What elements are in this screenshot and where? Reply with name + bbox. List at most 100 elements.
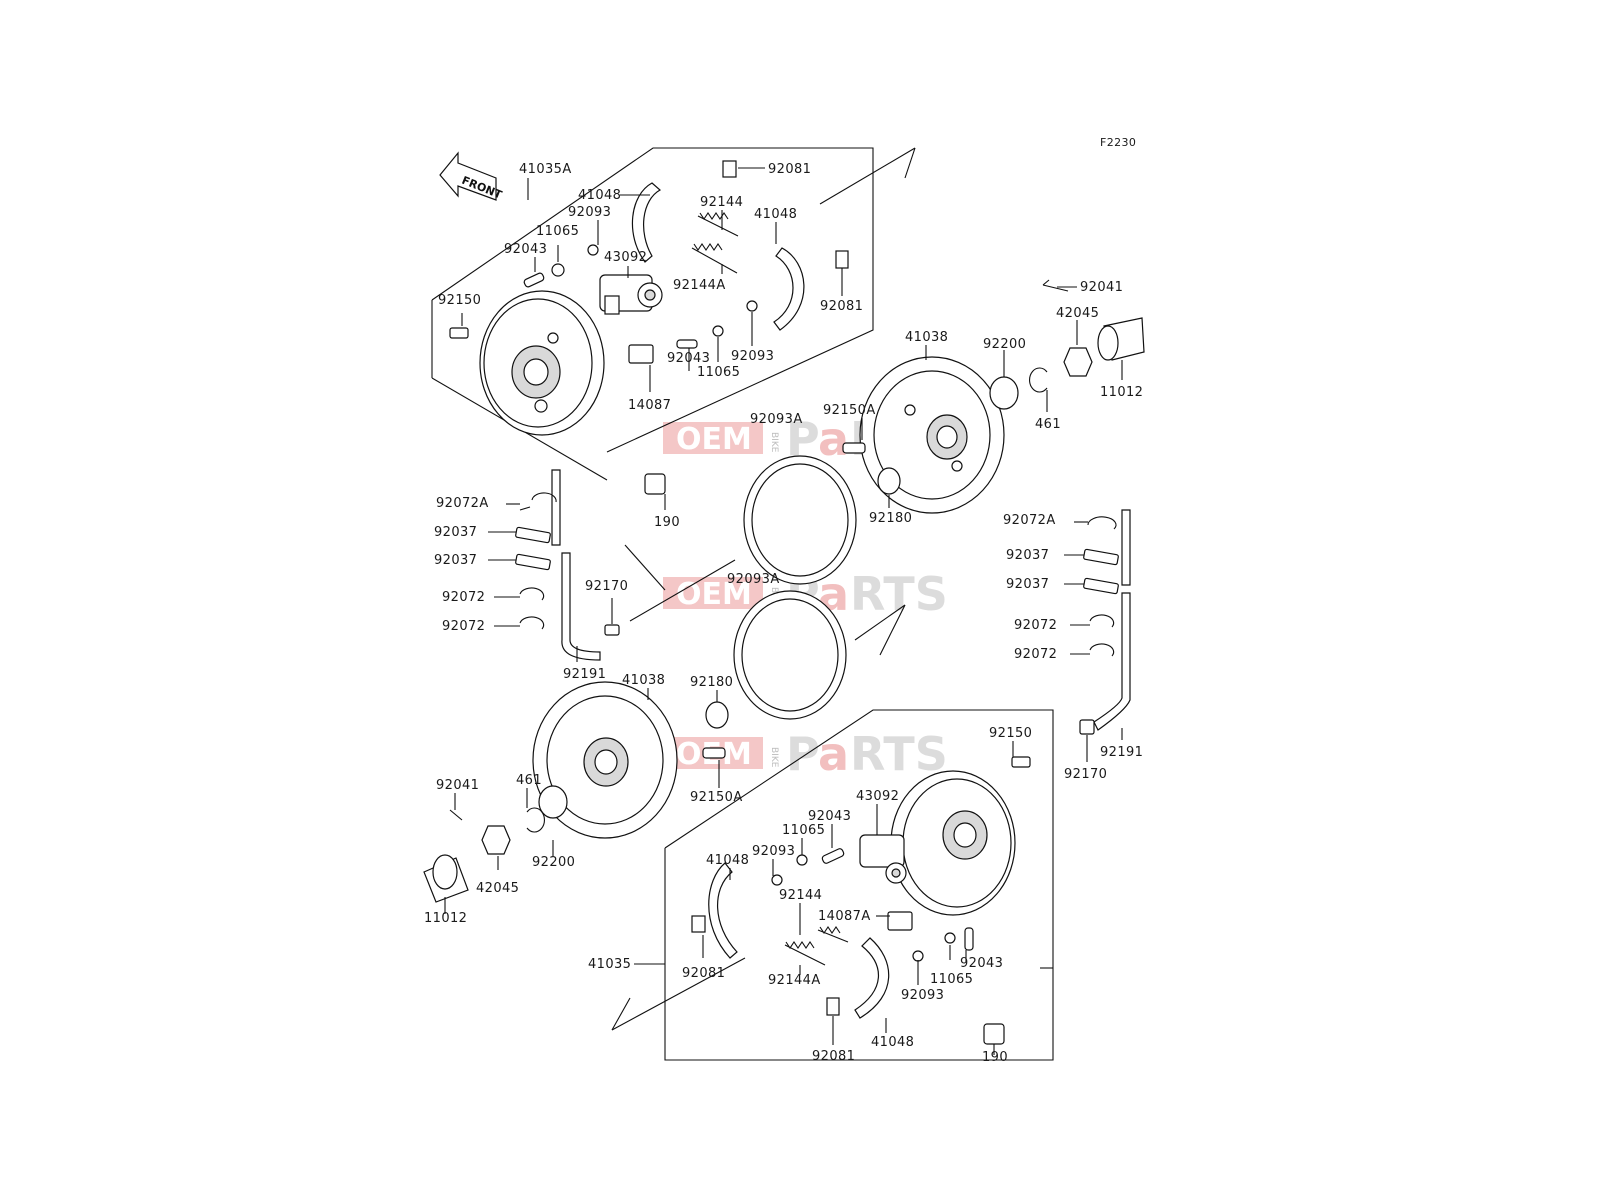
label-92150-a: 92150 bbox=[438, 293, 481, 308]
label-92150-b: 92150 bbox=[989, 726, 1032, 741]
clamps-left-icons bbox=[515, 492, 620, 636]
brake-shoe-top-2-icon bbox=[773, 247, 805, 331]
label-92191-b: 92191 bbox=[1100, 745, 1143, 760]
label-43092-a: 43092 bbox=[604, 250, 647, 265]
label-92037-d: 92037 bbox=[1006, 577, 1049, 592]
label-92043-b: 92043 bbox=[667, 351, 710, 366]
label-41035: 41035 bbox=[588, 957, 631, 972]
label-41048-b: 41048 bbox=[754, 207, 797, 222]
part-labels: 41035A 92081 41048 92093 92144 41048 110… bbox=[424, 162, 1143, 1065]
brake-shoe-bottom-1-icon bbox=[708, 862, 738, 959]
label-41048-c: 41048 bbox=[706, 853, 749, 868]
label-11065-a: 11065 bbox=[536, 224, 579, 239]
bottom-assembly-frame bbox=[611, 709, 1054, 1061]
label-92041-a: 92041 bbox=[1080, 280, 1123, 295]
label-92144A-b: 92144A bbox=[768, 973, 821, 988]
svg-text:a: a bbox=[818, 412, 849, 466]
brake-lining-ring-top-icon bbox=[743, 455, 857, 585]
label-92037-a: 92037 bbox=[434, 525, 477, 540]
label-92093-d: 92093 bbox=[901, 988, 944, 1003]
label-14087: 14087 bbox=[628, 398, 671, 413]
label-92043-d: 92043 bbox=[960, 956, 1003, 971]
label-461-a: 461 bbox=[1035, 417, 1061, 432]
label-92144A-a: 92144A bbox=[673, 278, 726, 293]
brake-shoe-bottom-2-icon bbox=[854, 937, 890, 1019]
label-11065-b: 11065 bbox=[697, 365, 740, 380]
label-92081-a: 92081 bbox=[768, 162, 811, 177]
label-42045-b: 42045 bbox=[476, 881, 519, 896]
svg-text:a: a bbox=[818, 727, 849, 781]
label-92072-c: 92072 bbox=[1014, 618, 1057, 633]
label-11012-b: 11012 bbox=[424, 911, 467, 926]
label-92037-b: 92037 bbox=[434, 553, 477, 568]
label-92180-b: 92180 bbox=[690, 675, 733, 690]
wheel-cylinder-top-icon bbox=[599, 274, 663, 315]
label-92093A-b: 92093A bbox=[727, 572, 780, 587]
label-92043-c: 92043 bbox=[808, 809, 851, 824]
label-92081-c: 92081 bbox=[682, 966, 725, 981]
label-92072-b: 92072 bbox=[442, 619, 485, 634]
label-92144-a: 92144 bbox=[700, 195, 743, 210]
label-92144-b: 92144 bbox=[779, 888, 822, 903]
label-92072A-a: 92072A bbox=[436, 496, 489, 511]
svg-text:RTS: RTS bbox=[850, 727, 948, 781]
label-92180-a: 92180 bbox=[869, 511, 912, 526]
svg-text:OEM: OEM bbox=[676, 577, 752, 612]
small-parts-top-icons bbox=[449, 160, 849, 495]
label-92081-d: 92081 bbox=[812, 1049, 855, 1064]
label-92200-b: 92200 bbox=[532, 855, 575, 870]
label-190-a: 190 bbox=[654, 515, 680, 530]
label-92037-c: 92037 bbox=[1006, 548, 1049, 563]
top-assembly-frame bbox=[431, 147, 916, 481]
leader-92170 bbox=[629, 559, 736, 622]
label-42045-a: 42045 bbox=[1056, 306, 1099, 321]
label-11065-d: 11065 bbox=[930, 972, 973, 987]
label-92191-a: 92191 bbox=[563, 667, 606, 682]
svg-text:OEM: OEM bbox=[676, 422, 752, 457]
label-461-b: 461 bbox=[516, 773, 542, 788]
label-41038-a: 41038 bbox=[905, 330, 948, 345]
label-92150A-a: 92150A bbox=[823, 403, 876, 418]
label-14087A: 14087A bbox=[818, 909, 871, 924]
clamps-right-icons bbox=[1079, 516, 1119, 735]
brake-panel-right-icon bbox=[890, 770, 1016, 916]
label-92041-b: 92041 bbox=[436, 778, 479, 793]
label-92200-a: 92200 bbox=[983, 337, 1026, 352]
brake-hose-right-icon bbox=[1093, 509, 1131, 731]
small-parts-bottom-icons bbox=[691, 756, 1031, 1045]
brake-lining-ring-bottom-icon bbox=[733, 590, 847, 720]
label-92093-b: 92093 bbox=[731, 349, 774, 364]
brake-drum-left-icon bbox=[532, 681, 729, 839]
label-41035A: 41035A bbox=[519, 162, 572, 177]
label-92150A-b: 92150A bbox=[690, 790, 743, 805]
brake-panel-left-icon bbox=[479, 290, 605, 436]
label-92081-b: 92081 bbox=[820, 299, 863, 314]
label-190-b: 190 bbox=[982, 1050, 1008, 1065]
leader-lines bbox=[444, 167, 1123, 1055]
label-92072-d: 92072 bbox=[1014, 647, 1057, 662]
label-92043-a: 92043 bbox=[504, 242, 547, 257]
label-41048-a: 41048 bbox=[578, 188, 621, 203]
label-41048-d: 41048 bbox=[871, 1035, 914, 1050]
label-43092-b: 43092 bbox=[856, 789, 899, 804]
watermark-bottom: OEM BIKE P a RTS bbox=[663, 727, 948, 781]
label-92170-a: 92170 bbox=[585, 579, 628, 594]
wheel-cylinder-bottom-icon bbox=[859, 834, 907, 884]
svg-text:RTS: RTS bbox=[850, 567, 948, 621]
front-arrow-icon: FRONT bbox=[439, 151, 504, 202]
label-92093A-a: 92093A bbox=[750, 412, 803, 427]
label-92170-b: 92170 bbox=[1064, 767, 1107, 782]
hub-right-parts-icons bbox=[842, 279, 1145, 495]
label-92093-a: 92093 bbox=[568, 205, 611, 220]
brake-shoe-top-1-icon bbox=[631, 182, 662, 263]
hub-left-parts-icons bbox=[423, 785, 568, 903]
label-92072-a: 92072 bbox=[442, 590, 485, 605]
diagram-code: F2230 bbox=[1100, 136, 1136, 149]
label-41038-b: 41038 bbox=[622, 673, 665, 688]
label-11065-c: 11065 bbox=[782, 823, 825, 838]
svg-text:BIKE: BIKE bbox=[769, 747, 779, 768]
label-92093-c: 92093 bbox=[752, 844, 795, 859]
brake-hose-left-icon bbox=[551, 469, 601, 661]
